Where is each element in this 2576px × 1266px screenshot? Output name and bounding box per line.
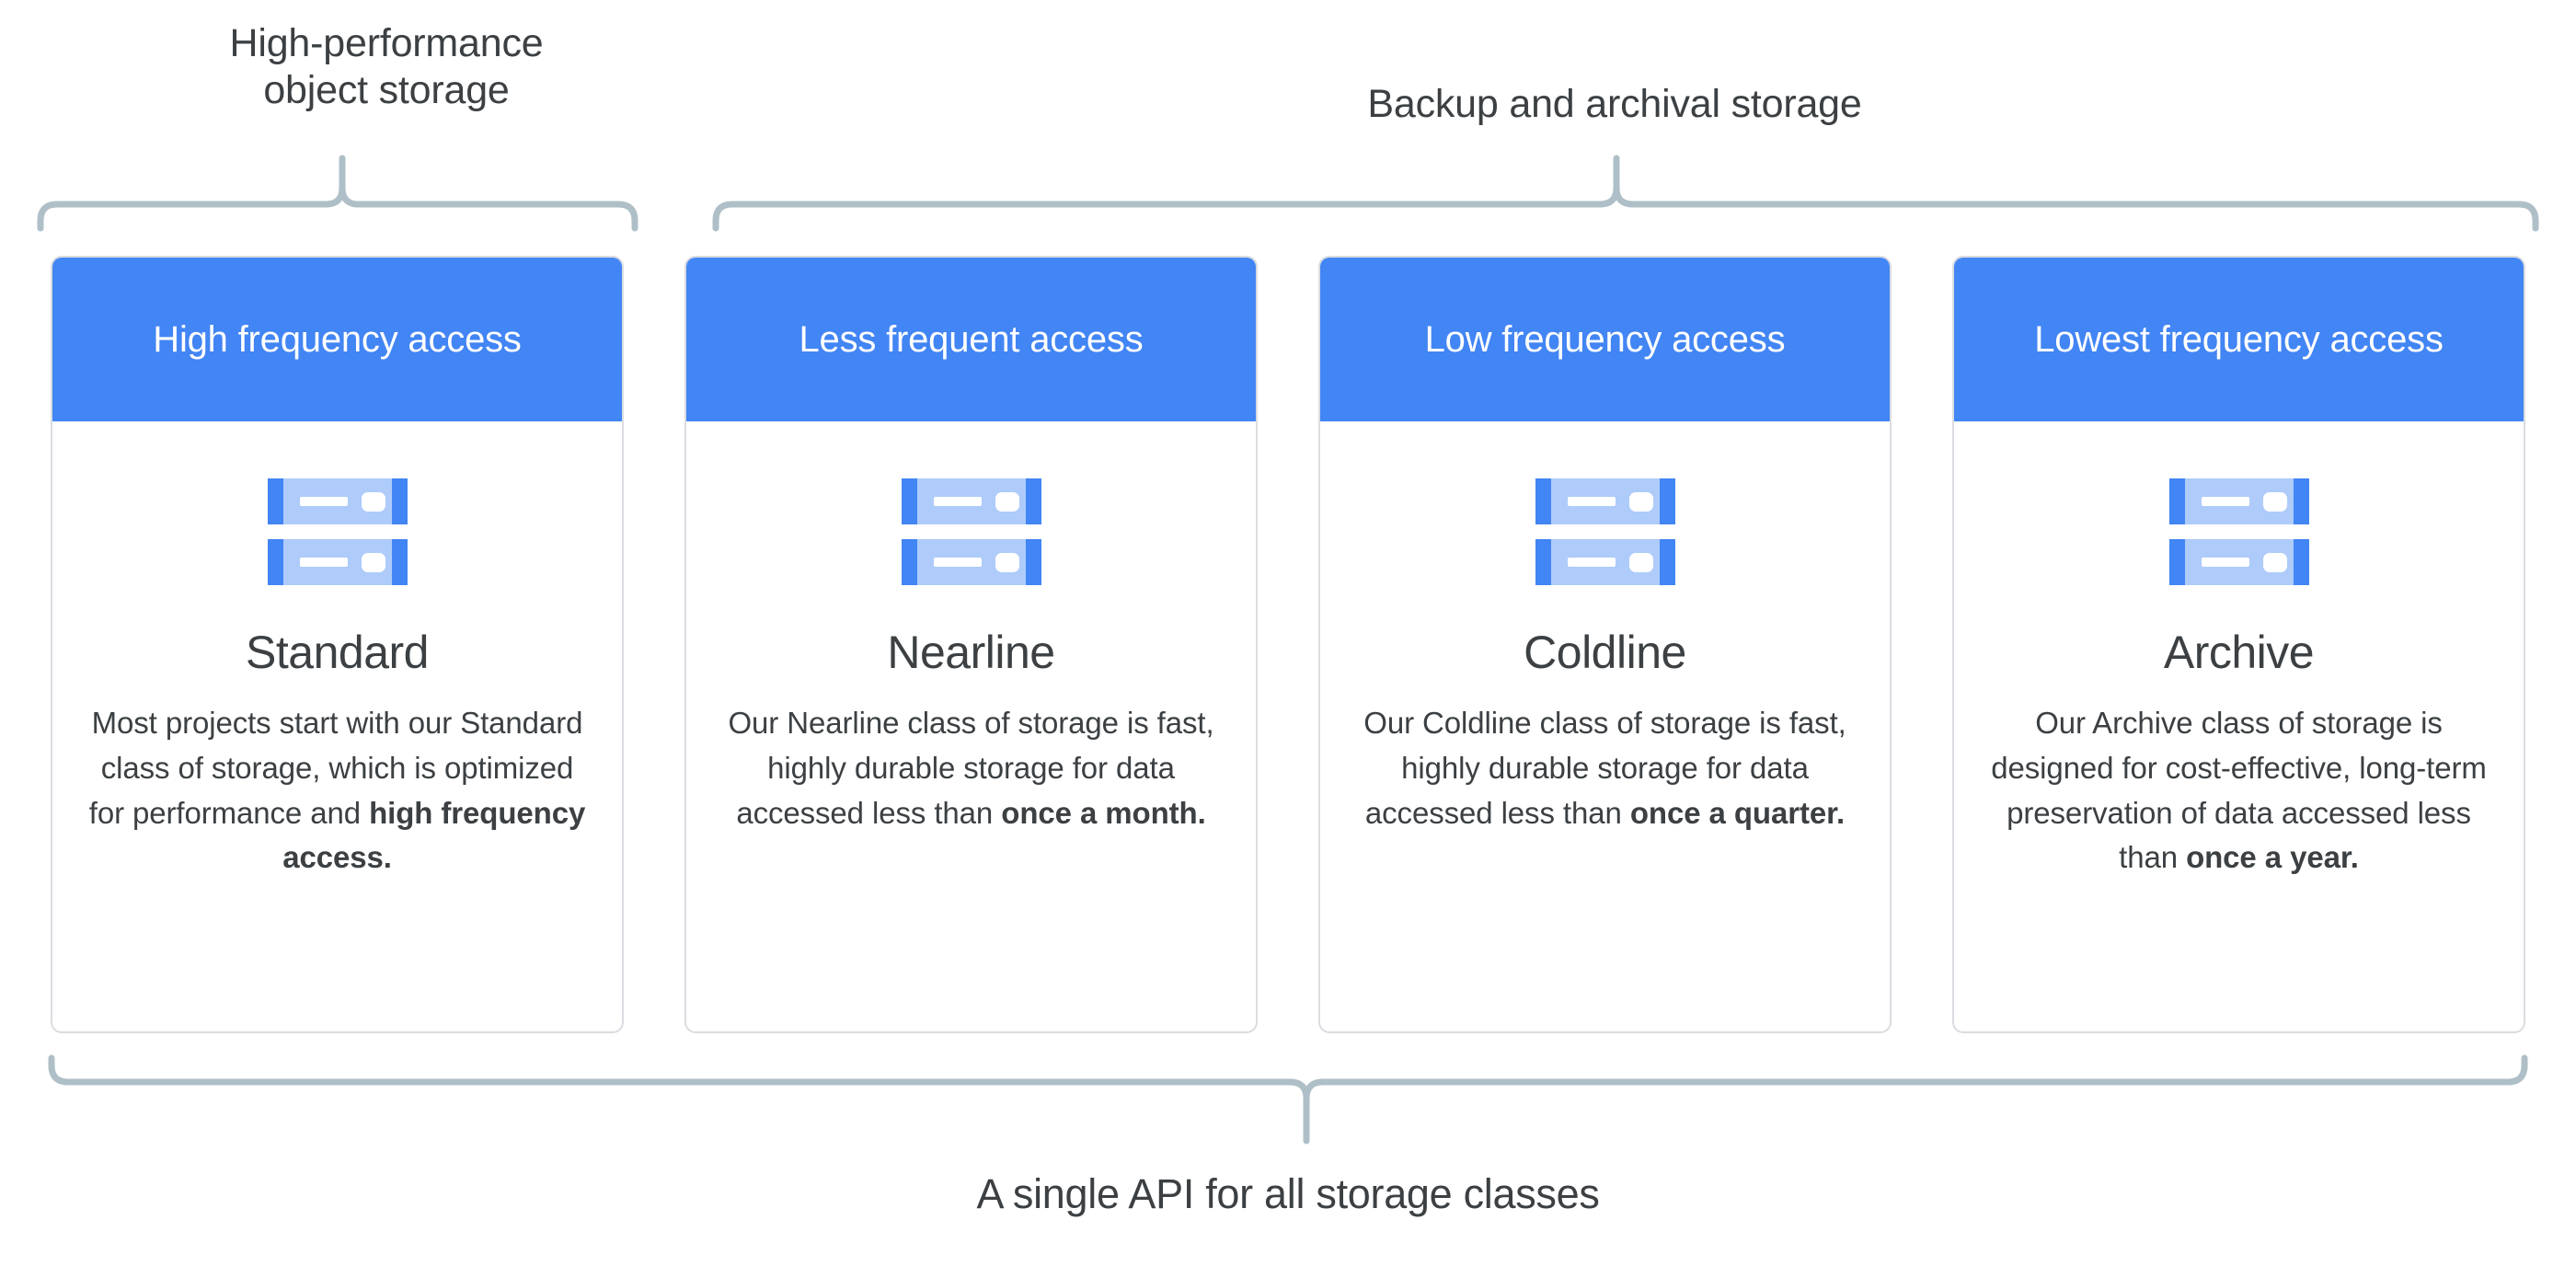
brace-high-performance [37,187,638,232]
storage-card-archive[interactable]: Lowest frequency access Archive Our Arch… [1952,256,2525,1033]
card-title-standard: Standard [246,627,429,678]
card-header-coldline: Low frequency access [1320,258,1890,421]
card-description-plain: Most projects start with our Standard cl… [88,706,583,830]
storage-class-card-list: High frequency access Standard Most proj… [51,256,2525,1033]
server-rack-icon [901,478,1041,585]
card-description-emphasis: once a quarter. [1629,795,1846,830]
card-body-archive: Archive Our Archive class of storage is … [1954,421,2524,1031]
card-header-archive: Lowest frequency access [1954,258,2524,421]
storage-card-nearline[interactable]: Less frequent access Nearline Our Nearli… [684,256,1258,1033]
card-title-coldline: Coldline [1524,627,1686,678]
card-description-standard: Most projects start with our Standard cl… [80,701,594,880]
card-description-emphasis: once a year. [2186,840,2359,875]
storage-card-coldline[interactable]: Low frequency access Coldline Our Coldli… [1318,256,1892,1033]
card-description-nearline: Our Nearline class of storage is fast, h… [714,701,1228,835]
card-description-plain: Our Coldline class of storage is fast, h… [1363,706,1846,830]
bottom-caption: A single API for all storage classes [976,1170,1600,1217]
card-description-plain: Our Archive class of storage is designed… [1991,706,2487,875]
brace-single-api [48,1054,2528,1099]
group-label-backup-archival: Backup and archival storage [1367,82,1862,126]
server-rack-icon [2168,478,2309,585]
card-title-nearline: Nearline [887,627,1055,678]
brace-backup-archival [712,187,2539,232]
card-description-emphasis: high frequency access. [282,795,586,875]
card-header-standard: High frequency access [52,258,622,421]
card-header-nearline: Less frequent access [686,258,1256,421]
group-label-high-performance: High-performance object storage [229,21,544,112]
storage-card-standard[interactable]: High frequency access Standard Most proj… [51,256,624,1033]
server-rack-icon [267,478,408,585]
card-body-nearline: Nearline Our Nearline class of storage i… [686,421,1256,1031]
card-description-plain: Our Nearline class of storage is fast, h… [728,706,1214,830]
card-description-emphasis: once a month. [1001,795,1206,830]
card-body-coldline: Coldline Our Coldline class of storage i… [1320,421,1890,1031]
server-rack-icon [1535,478,1675,585]
card-description-archive: Our Archive class of storage is designed… [1982,701,2496,880]
card-title-archive: Archive [2163,627,2315,678]
card-body-standard: Standard Most projects start with our St… [52,421,622,1031]
card-description-coldline: Our Coldline class of storage is fast, h… [1348,701,1862,835]
